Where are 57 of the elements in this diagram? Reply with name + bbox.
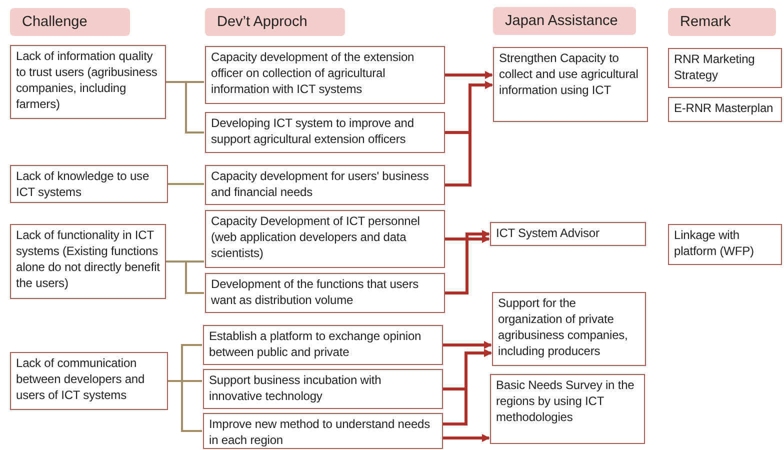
text-box xyxy=(205,112,445,153)
arrow xyxy=(445,235,490,243)
text-box xyxy=(10,165,168,203)
text-box xyxy=(493,47,648,122)
bracket-connector xyxy=(166,81,204,134)
box-text: ICT System Advisor xyxy=(496,225,600,241)
text-box xyxy=(205,46,445,104)
text-box xyxy=(492,292,646,366)
box-text: Linkage with platform (WFP) xyxy=(674,227,755,259)
box-text: Development of the functions that users want as distribution volume xyxy=(211,276,420,308)
column-header xyxy=(10,8,130,36)
box-text: RNR Marketing Strategy xyxy=(674,51,756,83)
text-box xyxy=(10,224,166,299)
box-text: Support business incubation with innovative technology xyxy=(209,372,382,404)
box-text: Capacity Development of ICT personnel (web application developers and data scientists) xyxy=(211,213,421,261)
text-box xyxy=(10,352,168,410)
column-header xyxy=(205,8,345,36)
arrow xyxy=(443,341,492,349)
header-text: Japan Assistance xyxy=(505,12,618,30)
arrow xyxy=(445,81,493,186)
box-text: Lack of information quality to trust users (agribusiness companies, including farmers) xyxy=(16,48,158,112)
header-text: Remark xyxy=(680,12,731,32)
header-text: Challenge xyxy=(22,12,88,32)
bracket-connector xyxy=(166,260,204,294)
arrow xyxy=(443,349,492,426)
box-text: Lack of knowledge to use ICT systems xyxy=(16,168,150,200)
text-box xyxy=(490,222,646,246)
box-text: Establish a platform to exchange opinion between public and private xyxy=(209,328,422,360)
box-text: Capacity development for users' business and financial needs xyxy=(211,168,430,200)
text-box xyxy=(668,48,782,88)
header-text: Dev’t Approch xyxy=(217,12,308,32)
box-text: Basic Needs Survey in the regions by using ICT methodologies xyxy=(496,377,636,425)
text-box xyxy=(205,273,445,313)
arrow xyxy=(445,230,490,294)
box-text: Lack of communication between developers and users of ICT systems xyxy=(16,355,146,403)
column-header xyxy=(668,8,776,36)
box-text: Lack of functionality in ICT systems (Existing functions alone do not directly benefit the users) xyxy=(16,227,160,291)
text-box xyxy=(668,97,782,122)
column-header xyxy=(493,7,636,35)
box-text: Strengthen Capacity to collect and use agricultural information using ICT xyxy=(499,50,640,98)
bracket-connector xyxy=(168,183,204,185)
box-text: Support for the organization of private agribusiness companies, including producers xyxy=(498,295,629,359)
text-box xyxy=(668,224,782,265)
arrow xyxy=(445,71,493,79)
box-text: Improve new method to understand needs in each region xyxy=(209,416,432,448)
text-box xyxy=(490,374,645,444)
box-text: E-RNR Masterplan xyxy=(674,100,774,116)
arrow xyxy=(443,434,490,442)
text-box xyxy=(203,413,443,449)
bracket-connector xyxy=(168,380,202,432)
text-box xyxy=(203,369,443,409)
box-text: Capacity development of the extension officer on collection of agricultural information with ICT systems xyxy=(211,49,416,97)
text-box xyxy=(205,165,445,205)
text-box xyxy=(205,210,445,268)
box-text: Developing ICT system to improve and support agricultural extension officers xyxy=(211,115,415,147)
text-box xyxy=(10,45,166,119)
text-box xyxy=(203,325,443,365)
